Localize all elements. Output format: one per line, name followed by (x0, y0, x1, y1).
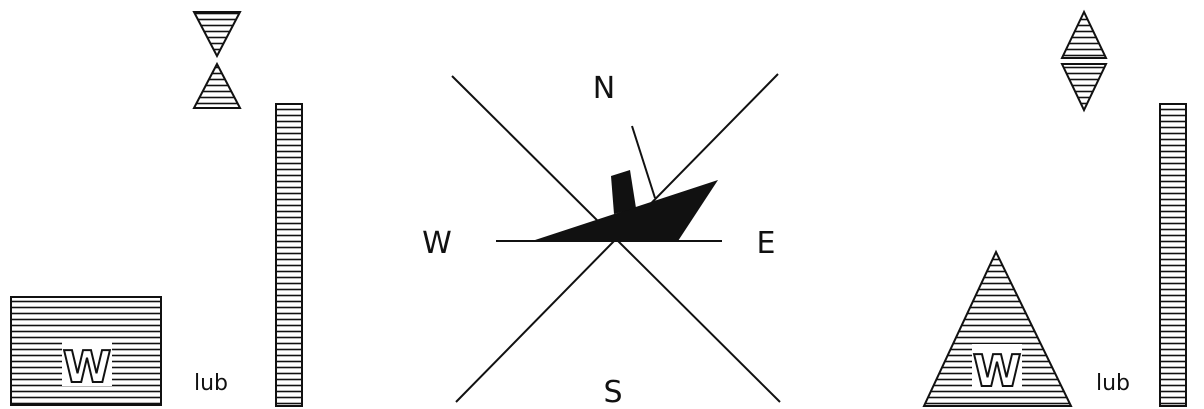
left-cone-up-icon (194, 64, 240, 108)
compass-east-label: E (757, 226, 776, 261)
right-cone-down-icon (1062, 64, 1106, 110)
compass-group: N S E W (422, 71, 780, 409)
right-cone-up-icon (1062, 12, 1106, 58)
compass-west-label: W (422, 226, 452, 261)
left-cone-down-icon (194, 12, 240, 56)
left-lub-label: lub (194, 371, 228, 396)
left-pillar (276, 104, 302, 406)
right-signal-group: W lub (924, 12, 1186, 406)
compass-north-label: N (593, 71, 615, 106)
left-sign-letter: W (63, 342, 112, 393)
compass-south-label: S (603, 375, 622, 409)
right-lub-label: lub (1096, 371, 1130, 396)
left-signal-group: W lub (11, 12, 302, 406)
wreck-funnel-icon (611, 170, 636, 214)
right-pillar (1160, 104, 1186, 406)
right-sign-letter: W (973, 346, 1022, 397)
wreck-mast-icon (632, 126, 655, 198)
